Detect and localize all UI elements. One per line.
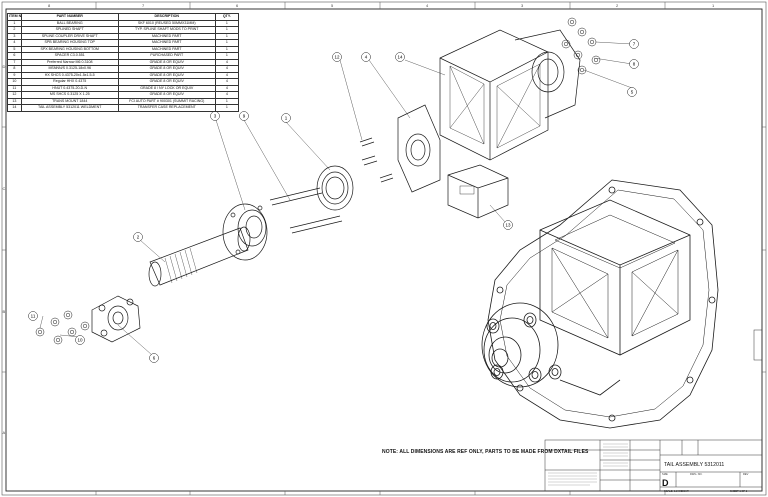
zone-label-top: 5 [331, 3, 334, 8]
zone-label-top: 6 [236, 3, 239, 8]
title-block-fine-lines [548, 443, 628, 486]
zone-label-top: 4 [426, 3, 429, 8]
zone-label-side: D [2, 64, 6, 69]
leader-lines [39, 41, 633, 356]
tail-assembly-case [481, 179, 719, 429]
zone-label-top: 7 [142, 3, 145, 8]
callout-balloon: 2 [133, 232, 143, 242]
exploded-shaft-parts [35, 165, 354, 345]
callout-balloon: 12 [332, 52, 342, 62]
zone-label-side: B [2, 309, 6, 314]
callout-balloon: 3 [210, 111, 220, 121]
callout-label: 10 [77, 338, 83, 343]
callout-label: 6 [153, 356, 156, 361]
bom-qty: 4 [214, 78, 240, 86]
bom-qty: 1 [214, 104, 240, 112]
zone-label-side: C [2, 186, 6, 191]
callout-label: 8 [633, 62, 636, 67]
revision-tab [753, 329, 763, 361]
bom-qty: 4 [214, 58, 240, 66]
callout-balloon: 1 [281, 113, 291, 123]
rev-label: REV [743, 473, 749, 476]
callout-balloon: 8 [629, 59, 639, 69]
callout-balloon: 10 [75, 335, 85, 345]
callout-balloon: 7 [629, 39, 639, 49]
bom-qty: 4 [214, 84, 240, 92]
dwg-no-label: DWG. NO. [690, 473, 703, 476]
zone-label-top: 8 [48, 3, 51, 8]
callout-balloon: 13 [503, 220, 513, 230]
callout-label: 4 [365, 55, 368, 60]
zone-label-top: 1 [712, 3, 715, 8]
callout-balloon: 9 [239, 111, 249, 121]
title-block [544, 439, 763, 492]
callout-label: 12 [334, 55, 340, 60]
bom-description: FCI AUTO PART # 900301 (SUMMIT RACING) [117, 97, 216, 105]
size-label: SIZE [662, 473, 668, 476]
zone-label-top: 2 [616, 3, 619, 8]
callout-label: 11 [31, 314, 36, 319]
callout-balloon: 4 [361, 52, 371, 62]
bom-qty: 4 [214, 71, 240, 79]
zone-label-side: A [2, 430, 6, 435]
callout-balloon: 11 [28, 311, 38, 321]
bom-qty: 1 [214, 97, 240, 105]
callout-label: 14 [397, 55, 403, 60]
drawing-size: D [662, 478, 669, 488]
zone-label-top: 3 [521, 3, 524, 8]
callout-label: 7 [633, 42, 636, 47]
drawing-sheet-number: SHEET 1 OF 1 [730, 490, 748, 493]
callout-label: 1 [285, 116, 288, 121]
bom-item-no: 14 [7, 104, 22, 112]
callout-balloon: 6 [149, 353, 159, 363]
callout-label: 5 [631, 90, 634, 95]
callout-label: 13 [505, 223, 511, 228]
callout-balloon: 14 [395, 52, 405, 62]
drawing-note: NOTE: ALL DIMENSIONS ARE REF ONLY, PARTS… [382, 449, 589, 455]
callout-label: 9 [243, 114, 246, 119]
callout-label: 2 [137, 235, 140, 240]
drawing-title: TAIL ASSEMBLY 5312011 [664, 462, 725, 468]
bom-qty: 4 [214, 91, 240, 99]
bill-of-materials: ITEM NO. PART NUMBER DESCRIPTION QTY. 1B… [7, 13, 240, 112]
bom-part-number: TAIL ASSEMBLY 5312011 WELDMENT [20, 104, 119, 112]
callout-balloon: 5 [627, 87, 637, 97]
upper-exploded-case [359, 17, 601, 219]
drawing-scale: SCALE: 1:2 WEIGHT: [664, 490, 690, 493]
callout-balloons: 1 2 3 4 5 6 7 8 9 10 11 12 13 14 [28, 39, 639, 363]
bom-description: TRANSFER CASE REPLACEMENT [117, 104, 216, 112]
callout-label: 3 [214, 114, 217, 119]
bom-qty: 4 [214, 65, 240, 73]
bom-header-item-no: ITEM NO. [7, 13, 22, 21]
